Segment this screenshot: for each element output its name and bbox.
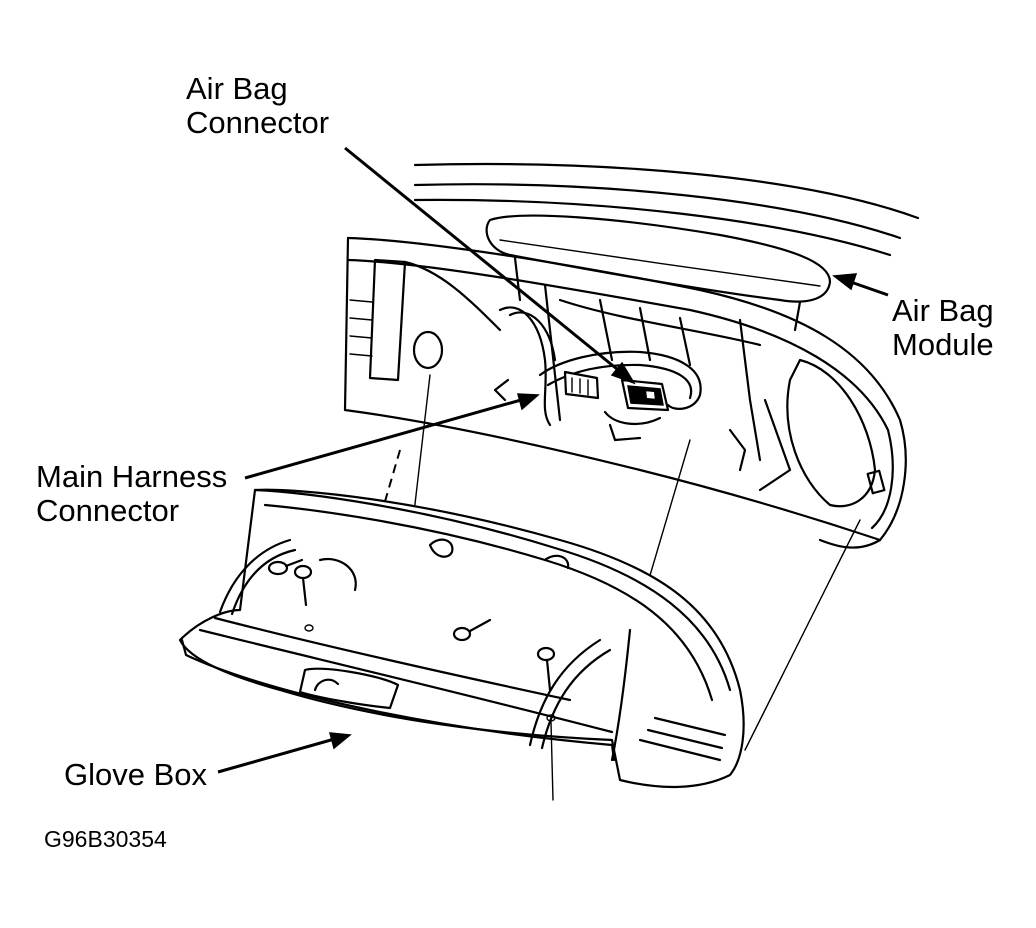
screw-2 xyxy=(293,564,314,632)
screw-3 xyxy=(452,618,492,642)
figure-id: G96B30354 xyxy=(44,826,167,852)
label-air-bag-connector-line2: Connector xyxy=(186,105,330,140)
label-air-bag-module-line2: Module xyxy=(892,327,994,362)
leader-air-bag-connector xyxy=(344,146,629,380)
screws xyxy=(267,558,556,801)
label-main-harness-line2: Connector xyxy=(36,493,180,528)
arrowhead-air-bag-connector xyxy=(610,361,636,385)
arrowhead-glove-box xyxy=(328,732,352,750)
leader-glove-box xyxy=(217,736,339,774)
label-main-harness-line1: Main Harness xyxy=(36,459,228,494)
dashboard-outline xyxy=(343,236,907,549)
label-air-bag-connector-line1: Air Bag xyxy=(186,71,288,106)
main-harness-connector-shape xyxy=(563,370,600,400)
leader-main-harness xyxy=(244,396,529,480)
label-glove-box: Glove Box xyxy=(64,757,208,792)
leader-lines xyxy=(217,146,889,774)
label-air-bag-connector: Air Bag Connector xyxy=(186,72,329,140)
label-air-bag-module-line1: Air Bag xyxy=(892,293,994,328)
label-air-bag-module: Air Bag Module xyxy=(892,294,994,362)
screw-4 xyxy=(536,646,556,722)
screw-1 xyxy=(267,558,304,576)
label-main-harness-connector: Main Harness Connector xyxy=(36,460,227,528)
arrowhead-main-harness xyxy=(517,393,540,411)
wiring-harness xyxy=(498,306,702,442)
windshield-curves xyxy=(413,162,920,257)
arrowhead-air-bag-module xyxy=(832,273,858,291)
